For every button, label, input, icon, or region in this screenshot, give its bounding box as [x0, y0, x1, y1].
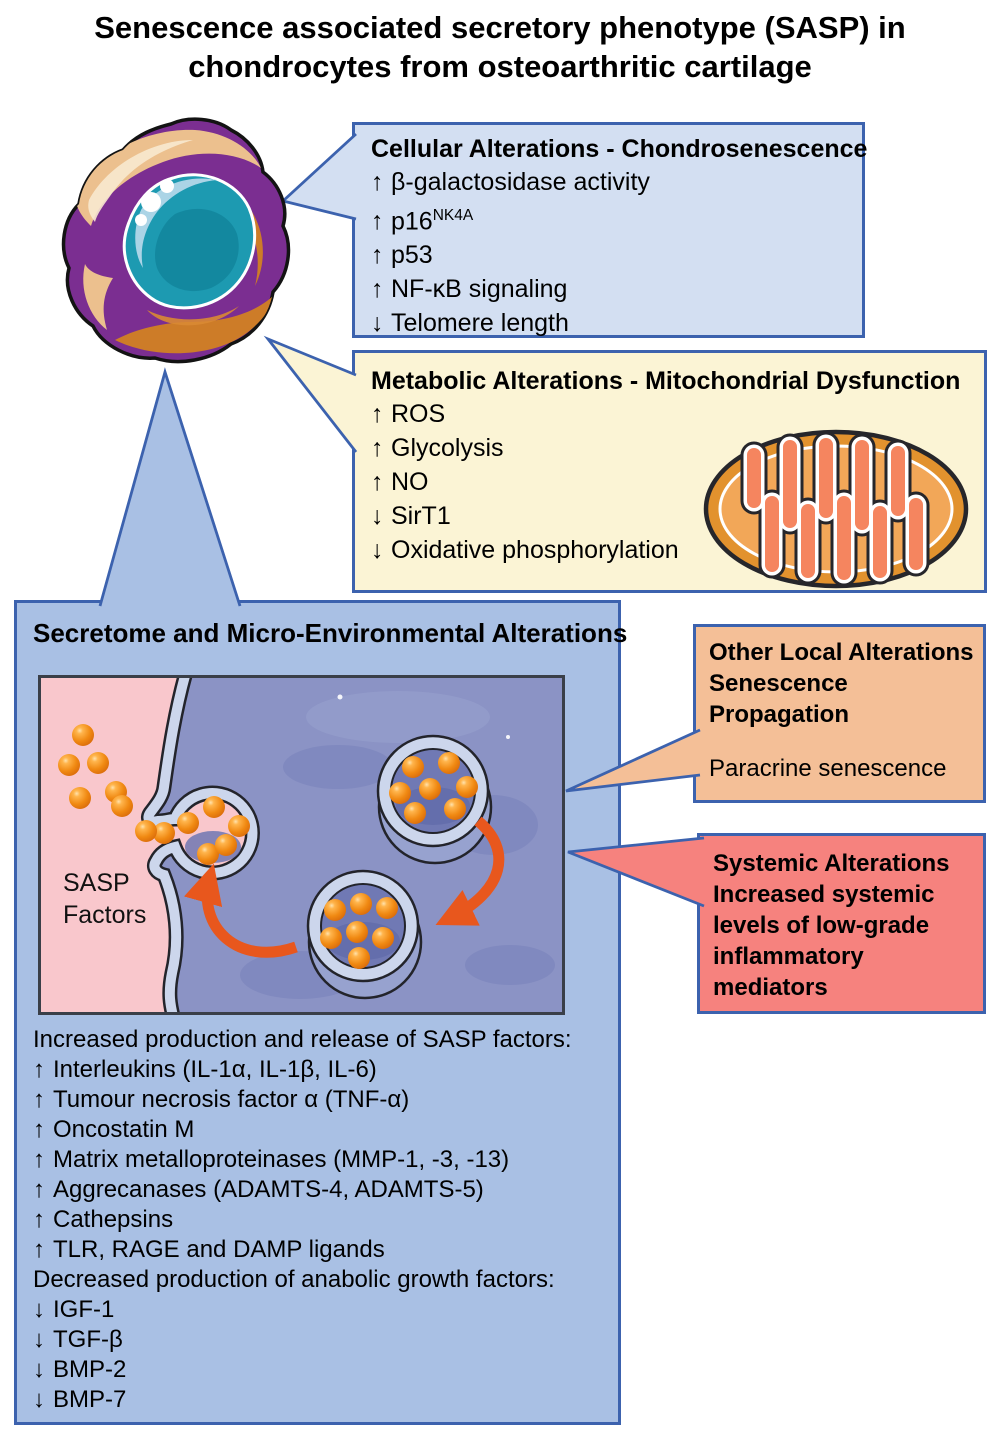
arrow-icon: ↓: [33, 1356, 45, 1383]
arrow-icon: ↑: [33, 1236, 45, 1263]
page-title-line2: chondrocytes from osteoarthritic cartila…: [188, 49, 812, 84]
secretome-box-pointer: [98, 367, 242, 607]
nuclear-vacuole: [135, 214, 147, 226]
list-item: ↑Tumour necrosis factor α (TNF-α): [33, 1086, 410, 1113]
arrow-icon: ↓: [33, 1386, 45, 1413]
arrow-icon: ↑: [33, 1086, 45, 1113]
mitochondrion-cristae: [740, 431, 930, 587]
arrow-icon: ↑: [371, 468, 384, 496]
arrow-icon: ↓: [33, 1326, 45, 1353]
sasp-factors-label-line2: Factors: [63, 901, 146, 929]
metabolic-box-title: Metabolic Alterations - Mitochondrial Dy…: [371, 367, 961, 395]
arrow-icon: ↑: [33, 1146, 45, 1173]
cellular-alterations-box: Cellular Alterations - Chondrosenescence…: [352, 122, 868, 340]
arrow-icon: ↑: [33, 1206, 45, 1233]
arrow-icon: ↑: [371, 275, 384, 304]
nuclear-vacuole: [160, 179, 174, 193]
chondrocyte-illustration: [61, 117, 291, 364]
arrow-icon: ↑: [371, 400, 384, 428]
increased-header: Increased production and release of SASP…: [33, 1026, 572, 1053]
list-item: ↓BMP-2: [33, 1356, 127, 1383]
list-item: ↑NF-κB signaling: [371, 272, 846, 306]
vesicle-traffic-arrows: [184, 816, 505, 958]
page-title: Senescence associated secretory phenotyp…: [0, 8, 1000, 86]
nucleus: [122, 173, 257, 310]
metabolic-items-list: ↑ROS ↑Glycolysis ↑NO ↓SirT1 ↓Oxidative p…: [371, 397, 968, 567]
list-item: ↓BMP-7: [33, 1386, 127, 1413]
vesicle: [306, 869, 423, 1000]
decreased-items-list: ↓IGF-1 ↓TGF-β ↓BMP-2 ↓BMP-7: [33, 1295, 572, 1415]
vesicle: [376, 734, 493, 865]
sasp-factors-label-line1: SASP: [63, 869, 130, 897]
list-item: ↑p16NK4A: [371, 199, 846, 238]
list-item: ↓SirT1: [371, 499, 968, 533]
list-item: ↑TLR, RAGE and DAMP ligands: [33, 1236, 385, 1263]
list-item: ↑NO: [371, 465, 968, 499]
list-item: ↑Interleukins (IL-1α, IL-1β, IL-6): [33, 1056, 377, 1083]
illustration-border: [38, 675, 565, 1015]
arrow-icon: ↓: [371, 502, 384, 530]
arrow-icon: ↓: [371, 309, 384, 338]
arrow-up-icon: [184, 863, 298, 958]
arrow-icon: ↑: [371, 207, 384, 236]
arrow-icon: ↑: [371, 434, 384, 462]
mitochondrion-illustration: [703, 429, 969, 589]
list-item: ↑Aggrecanases (ADAMTS-4, ADAMTS-5): [33, 1176, 484, 1203]
sasp-factor-spheres: [389, 752, 478, 824]
paracrine-senescence-text: Paracrine senescence: [709, 755, 947, 782]
secretome-box-title: Secretome and Micro-Environmental Altera…: [33, 618, 628, 648]
nuclear-vacuole: [141, 192, 161, 212]
list-item: ↑β-galactosidase activity: [371, 165, 846, 199]
cytoplasm-streaks: [75, 129, 275, 354]
list-item: ↓TGF-β: [33, 1326, 123, 1353]
decreased-header: Decreased production of anabolic growth …: [33, 1266, 555, 1293]
cellular-box-title: Cellular Alterations - Chondrosenescence: [371, 135, 868, 163]
sasp-factor-spheres: [320, 893, 398, 969]
arrow-icon: ↑: [371, 168, 384, 196]
list-item: ↑Glycolysis: [371, 431, 968, 465]
list-item: ↓Oxidative phosphorylation: [371, 533, 968, 567]
exocytosis-illustration: SASP Factors: [38, 675, 565, 1015]
released-sasp-spheres: [58, 724, 250, 865]
arrow-icon: ↓: [33, 1296, 45, 1323]
list-item: ↓Telomere length: [371, 306, 846, 340]
arrow-icon: ↑: [33, 1056, 45, 1083]
list-item: ↑Matrix metalloproteinases (MMP-1, -3, -…: [33, 1146, 510, 1173]
list-item: ↑ROS: [371, 397, 968, 431]
list-item: ↓IGF-1: [33, 1296, 115, 1323]
secretome-box: Secretome and Micro-Environmental Altera…: [14, 600, 627, 1425]
arrow-down-icon: [435, 816, 505, 926]
increased-items-list: ↑Interleukins (IL-1α, IL-1β, IL-6) ↑Tumo…: [33, 1055, 572, 1265]
arrow-icon: ↑: [33, 1116, 45, 1143]
arrow-icon: ↑: [33, 1176, 45, 1203]
list-item: ↑p53: [371, 238, 846, 272]
list-item: ↑Cathepsins: [33, 1206, 174, 1233]
arrow-icon: ↓: [371, 536, 384, 564]
cellular-items-list: ↑β-galactosidase activity ↑p16NK4A ↑p53 …: [371, 165, 846, 340]
sasp-factor-text: Increased production and release of SASP…: [33, 1025, 572, 1415]
arrow-icon: ↑: [371, 241, 384, 270]
metabolic-alterations-box: Metabolic Alterations - Mitochondrial Dy…: [352, 350, 987, 593]
page-title-line1: Senescence associated secretory phenotyp…: [94, 10, 906, 45]
list-item: ↑Oncostatin M: [33, 1116, 195, 1143]
